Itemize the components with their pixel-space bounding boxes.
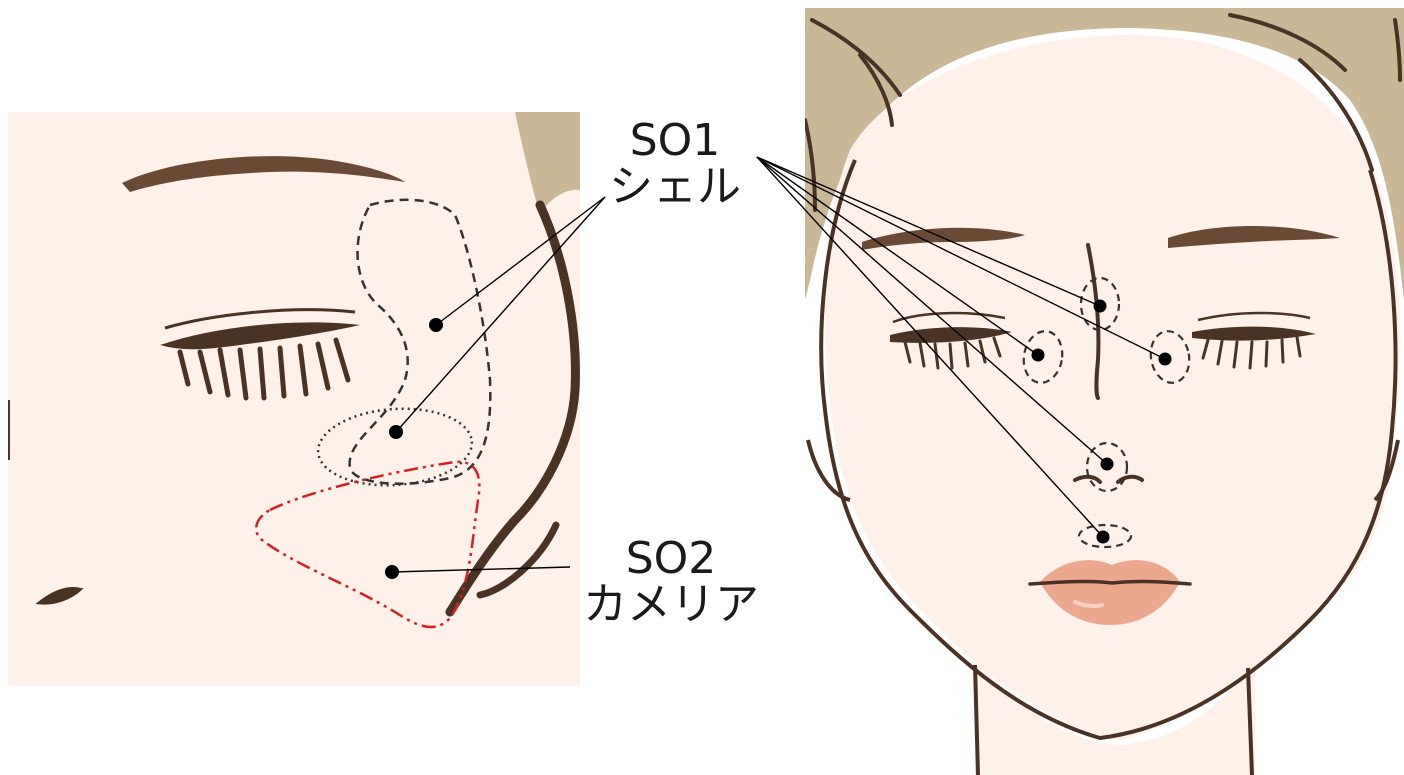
so2-label: SO2 カメリア <box>566 536 776 628</box>
so1-name: シェル <box>600 164 750 210</box>
so1-label: SO1 シェル <box>600 118 750 210</box>
so2-code: SO2 <box>566 536 776 582</box>
left-skin-background <box>8 112 580 686</box>
so2-name: カメリア <box>566 582 776 628</box>
right-face-panel <box>805 8 1404 775</box>
left-closeup-panel <box>8 112 580 686</box>
so1-code: SO1 <box>600 118 750 164</box>
